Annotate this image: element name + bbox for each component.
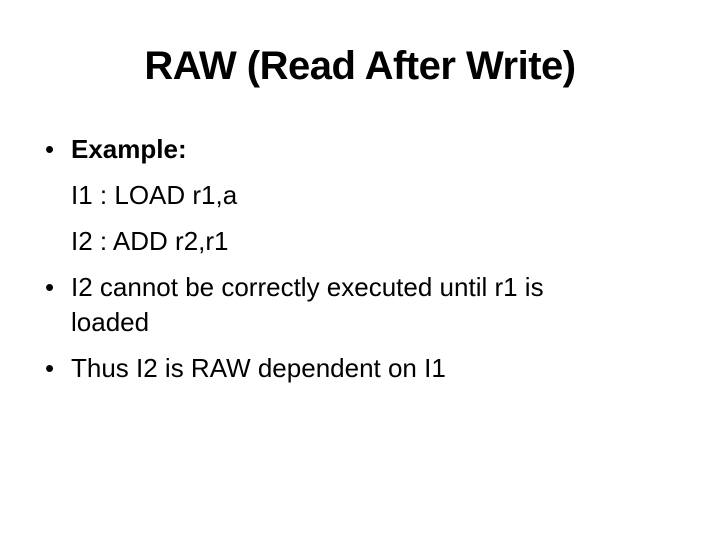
bullet-text: Thus I2 is RAW dependent on I1: [71, 351, 708, 386]
code-line-i2: I2 : ADD r2,r1: [45, 224, 708, 259]
bullet-line: I1 : LOAD r1,a: [71, 180, 238, 210]
bullet-text: I2 cannot be correctly executed until r1…: [71, 270, 708, 340]
bullet-line: I2 cannot be correctly executed until r1…: [71, 272, 544, 302]
bullet-line: loaded: [71, 307, 150, 337]
slide-title: RAW (Read After Write): [144, 44, 576, 88]
bullet-icon: •: [45, 134, 55, 164]
bullet-text: I1 : LOAD r1,a: [71, 178, 708, 213]
bullet-text: I2 : ADD r2,r1: [71, 224, 708, 259]
bullet-line: I2 : ADD r2,r1: [71, 226, 229, 256]
bullet-text: Example:: [71, 132, 708, 167]
bullet-line: Example:: [71, 134, 187, 164]
bullet-list: • Example: I1 : LOAD r1,a I2 : ADD r2,r1…: [45, 132, 708, 397]
bullet-line: Thus I2 is RAW dependent on I1: [71, 353, 446, 383]
bullet-item-example: • Example:: [45, 132, 708, 167]
bullet-icon: •: [45, 353, 55, 383]
bullet-item-cannot-execute: • I2 cannot be correctly executed until …: [45, 270, 708, 340]
bullet-item-raw-dependent: • Thus I2 is RAW dependent on I1: [45, 351, 708, 386]
code-line-i1: I1 : LOAD r1,a: [45, 178, 708, 213]
bullet-icon: •: [45, 272, 55, 302]
